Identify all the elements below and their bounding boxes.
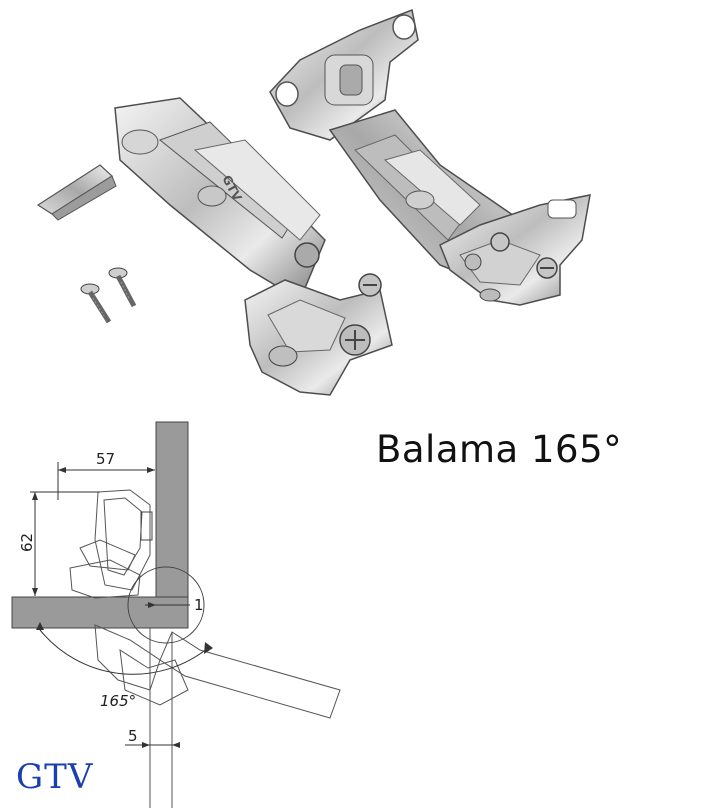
- gap-dimension-label: 1: [194, 596, 204, 614]
- product-photo: GTV: [36, 8, 591, 396]
- opening-angle-arc: [39, 629, 209, 675]
- product-title: Balama 165°: [376, 428, 623, 471]
- hinge-outline: [69, 489, 189, 706]
- opened-door-outline: [159, 631, 341, 719]
- hinge-diagram: 57 62 1 5 165°: [11, 421, 341, 808]
- cabinet-side-panel: [155, 421, 189, 629]
- cabinet-door: [11, 596, 189, 629]
- brand-logo: GTV: [16, 757, 94, 797]
- height-dimension-label: 62: [18, 533, 36, 552]
- screws: [80, 267, 137, 324]
- hinge-left: GTV: [36, 97, 393, 396]
- detail-circle: [127, 566, 205, 644]
- width-dimension-label: 57: [96, 450, 115, 468]
- hinge-right: [269, 8, 591, 306]
- angle-label: 165°: [100, 692, 136, 710]
- offset-dimension-label: 5: [128, 727, 138, 745]
